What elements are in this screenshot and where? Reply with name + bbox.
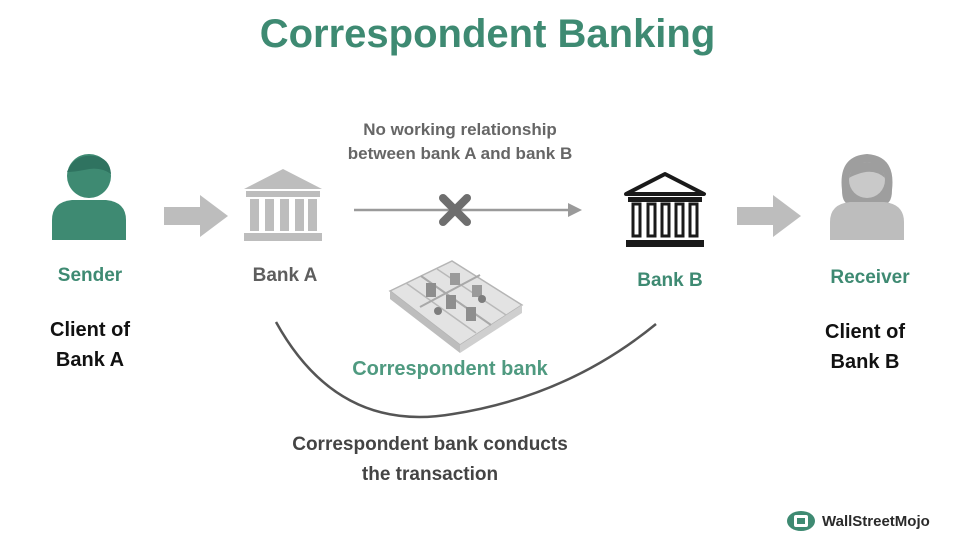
note-line-1: No working relationship bbox=[363, 120, 557, 139]
note-line-2: between bank A and bank B bbox=[347, 144, 573, 163]
bank-b-label: Bank B bbox=[637, 270, 703, 291]
bank-a-icon bbox=[244, 169, 322, 241]
receiver-client-text: Client of Bank B bbox=[795, 317, 935, 377]
arrow-right-icon bbox=[737, 195, 801, 237]
cross-icon bbox=[439, 194, 471, 226]
sender-person-icon bbox=[52, 154, 126, 240]
correspondent-curve bbox=[274, 321, 657, 419]
transaction-caption: Correspondent bank conducts the transact… bbox=[250, 430, 610, 490]
sender-client-text: Client of Bank A bbox=[20, 315, 160, 375]
sender-client-line-2: Bank A bbox=[55, 349, 125, 371]
receiver-client-line-2: Bank B bbox=[830, 351, 900, 373]
arrow-right-icon bbox=[164, 195, 228, 237]
bank-b-icon bbox=[624, 172, 706, 247]
caption-line-2: the transaction bbox=[361, 464, 499, 485]
brand: WallStreetMojo bbox=[786, 506, 966, 536]
brand-name: WallStreetMojo bbox=[822, 512, 930, 530]
caption-line-1: Correspondent bank conducts bbox=[292, 434, 568, 455]
office-building-icon bbox=[388, 260, 524, 353]
receiver-person-icon bbox=[830, 154, 904, 240]
receiver-label: Receiver bbox=[830, 267, 910, 288]
sender-client-line-1: Client of bbox=[50, 319, 130, 341]
sender-label: Sender bbox=[57, 265, 123, 286]
page-title: Correspondent Banking bbox=[259, 12, 716, 56]
no-relationship-note: No working relationship between bank A a… bbox=[305, 118, 615, 166]
wallstreetmojo-logo bbox=[787, 511, 815, 531]
receiver-client-line-1: Client of bbox=[825, 321, 905, 343]
broken-link-line bbox=[354, 194, 582, 226]
correspondent-bank-label: Correspondent bank bbox=[352, 358, 548, 380]
bank-a-label: Bank A bbox=[252, 265, 318, 286]
